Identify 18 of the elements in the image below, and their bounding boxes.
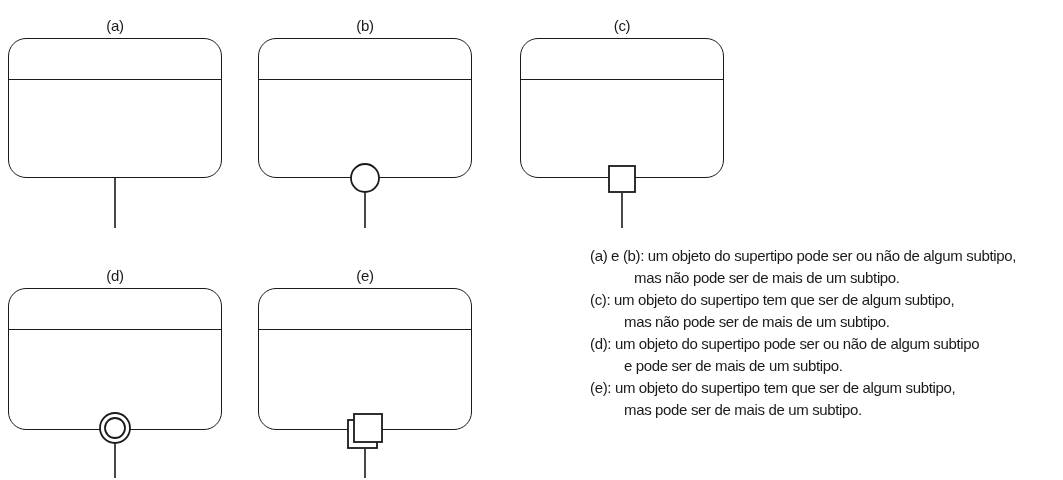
connector-line bbox=[621, 192, 623, 229]
ring-symbol bbox=[99, 412, 131, 444]
box-heading: (c) bbox=[613, 16, 631, 36]
connector-line bbox=[114, 443, 116, 479]
note-text: (d): um objeto do supertipo pode ser ou não de algum subtipo e pode ser de mais de um subtipo. bbox=[590, 334, 981, 376]
note-text: (c): um objeto do supertipo tem que ser de algum subtipo, mas não pode ser de mais de um subtipo. bbox=[590, 290, 956, 332]
circle-symbol bbox=[350, 163, 380, 193]
note-text: (a) e (b): um objeto do supertipo pode ser ou não de algum subtipo, mas não pode ser de mais de um subtipo. bbox=[590, 246, 1017, 288]
box-symbol bbox=[608, 165, 636, 193]
connector-line bbox=[364, 448, 366, 479]
stack-symbol bbox=[347, 413, 383, 449]
box-heading: (a) bbox=[106, 16, 124, 36]
note-text: (e): um objeto do supertipo tem que ser de algum subtipo, mas pode ser de mais de um subtipo. bbox=[590, 378, 957, 420]
box-heading: (e) bbox=[356, 266, 374, 286]
box-heading: (d) bbox=[106, 266, 124, 286]
connector-line bbox=[114, 177, 116, 229]
connector-line bbox=[364, 192, 366, 229]
box-heading: (b) bbox=[356, 16, 374, 36]
